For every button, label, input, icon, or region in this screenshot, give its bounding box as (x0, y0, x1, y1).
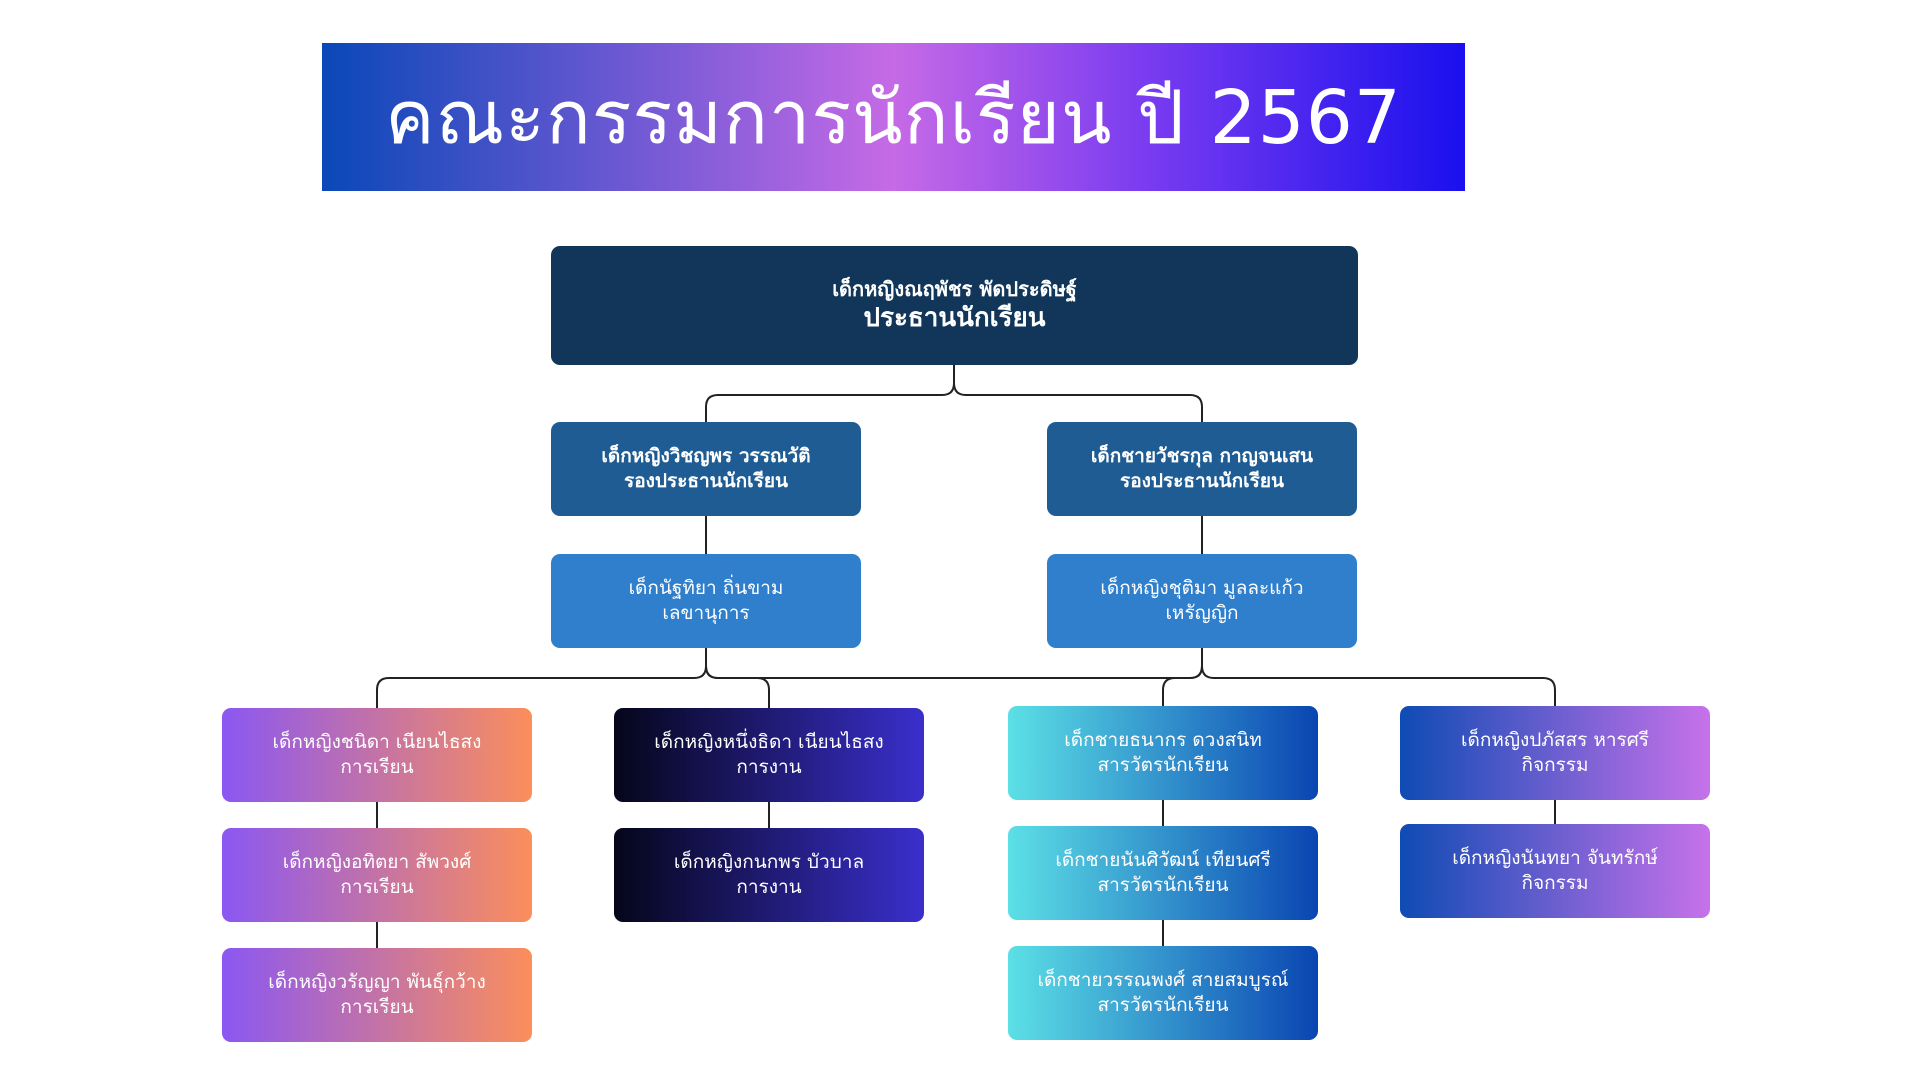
member-name: เด็กหญิงปภัสสร หารศรี (1460, 729, 1649, 752)
vice-president-name: เด็กหญิงวิชญพร วรรณวัติ (601, 445, 811, 468)
inspector-member-card: เด็กชายธนากร ดวงสนิท สารวัตรนักเรียน (1008, 706, 1318, 800)
title-banner: คณะกรรมการนักเรียน ปี 2567 (322, 43, 1465, 191)
vice-president-name: เด็กชายวัชรกุล กาญจนเสน (1090, 445, 1314, 468)
connector-president-vp2 (953, 382, 1203, 422)
treasurer-name: เด็กหญิงชุติมา มูลละแก้ว (1100, 577, 1304, 600)
secretary-card: เด็กนัฐทิยา ถิ่นขาม เลขานุการ (551, 554, 861, 648)
treasurer-role: เหรัญญิก (1165, 602, 1239, 624)
member-name: เด็กหญิงกนกพร บัวบาล (673, 851, 865, 874)
connector-secretary-bus (705, 648, 1203, 679)
member-role: กิจกรรม (1521, 754, 1589, 776)
president-card: เด็กหญิงณฤพัชร พัดประดิษฐ์ ประธานนักเรีย… (551, 246, 1358, 365)
vice-president-card: เด็กหญิงวิชญพร วรรณวัติ รองประธานนักเรีย… (551, 422, 861, 516)
president-role: ประธานนักเรียน (863, 302, 1046, 333)
education-member-card: เด็กหญิงอทิตยา สัพวงศ์ การเรียน (222, 828, 532, 922)
member-name: เด็กชายนันศิวัฒน์ เทียนศรี (1055, 849, 1271, 872)
work-member-card: เด็กหญิงกนกพร บัวบาล การงาน (614, 828, 924, 922)
member-role: กิจกรรม (1521, 872, 1589, 894)
page-title: คณะกรรมการนักเรียน ปี 2567 (385, 75, 1402, 161)
activity-member-card: เด็กหญิงนันทยา จันทรักษ์ กิจกรรม (1400, 824, 1710, 918)
member-name: เด็กหญิงนันทยา จันทรักษ์ (1452, 847, 1658, 870)
connector-branch-education (376, 665, 707, 708)
member-role: การเรียน (340, 756, 414, 778)
member-name: เด็กชายวรรณพงศ์ สายสมบูรณ์ (1037, 969, 1289, 992)
member-role: การงาน (736, 876, 802, 898)
education-member-card: เด็กหญิงวรัญญา พันธุ์กว้าง การเรียน (222, 948, 532, 1042)
vice-president-role: รองประธานนักเรียน (1120, 470, 1284, 492)
secretary-role: เลขานุการ (662, 602, 750, 624)
member-name: เด็กหญิงหนึ่งธิดา เนียนไธสง (654, 731, 884, 754)
activity-member-card: เด็กหญิงปภัสสร หารศรี กิจกรรม (1400, 706, 1710, 800)
member-role: สารวัตรนักเรียน (1097, 874, 1229, 896)
treasurer-card: เด็กหญิงชุติมา มูลละแก้ว เหรัญญิก (1047, 554, 1357, 648)
inspector-member-card: เด็กชายนันศิวัฒน์ เทียนศรี สารวัตรนักเรี… (1008, 826, 1318, 920)
inspector-member-card: เด็กชายวรรณพงศ์ สายสมบูรณ์ สารวัตรนักเรี… (1008, 946, 1318, 1040)
member-role: การงาน (736, 756, 802, 778)
vice-president-role: รองประธานนักเรียน (624, 470, 788, 492)
connector-president-vp (705, 365, 955, 422)
connector-branch-inspectors (1162, 665, 1203, 706)
member-role: การเรียน (340, 876, 414, 898)
member-name: เด็กหญิงวรัญญา พันธุ์กว้าง (268, 971, 486, 994)
work-member-card: เด็กหญิงหนึ่งธิดา เนียนไธสง การงาน (614, 708, 924, 802)
member-name: เด็กหญิงชนิดา เนียนไธสง (272, 731, 482, 754)
member-role: สารวัตรนักเรียน (1097, 754, 1229, 776)
education-member-card: เด็กหญิงชนิดา เนียนไธสง การเรียน (222, 708, 532, 802)
member-name: เด็กหญิงอทิตยา สัพวงศ์ (282, 851, 472, 874)
connector-branch-work (705, 665, 770, 708)
vice-president-card: เด็กชายวัชรกุล กาญจนเสน รองประธานนักเรีย… (1047, 422, 1357, 516)
secretary-name: เด็กนัฐทิยา ถิ่นขาม (628, 577, 784, 600)
member-role: การเรียน (340, 996, 414, 1018)
member-role: สารวัตรนักเรียน (1097, 994, 1229, 1016)
connector-branch-activities (1201, 665, 1556, 706)
president-name: เด็กหญิงณฤพัชร พัดประดิษฐ์ (832, 276, 1077, 301)
member-name: เด็กชายธนากร ดวงสนิท (1064, 729, 1262, 752)
